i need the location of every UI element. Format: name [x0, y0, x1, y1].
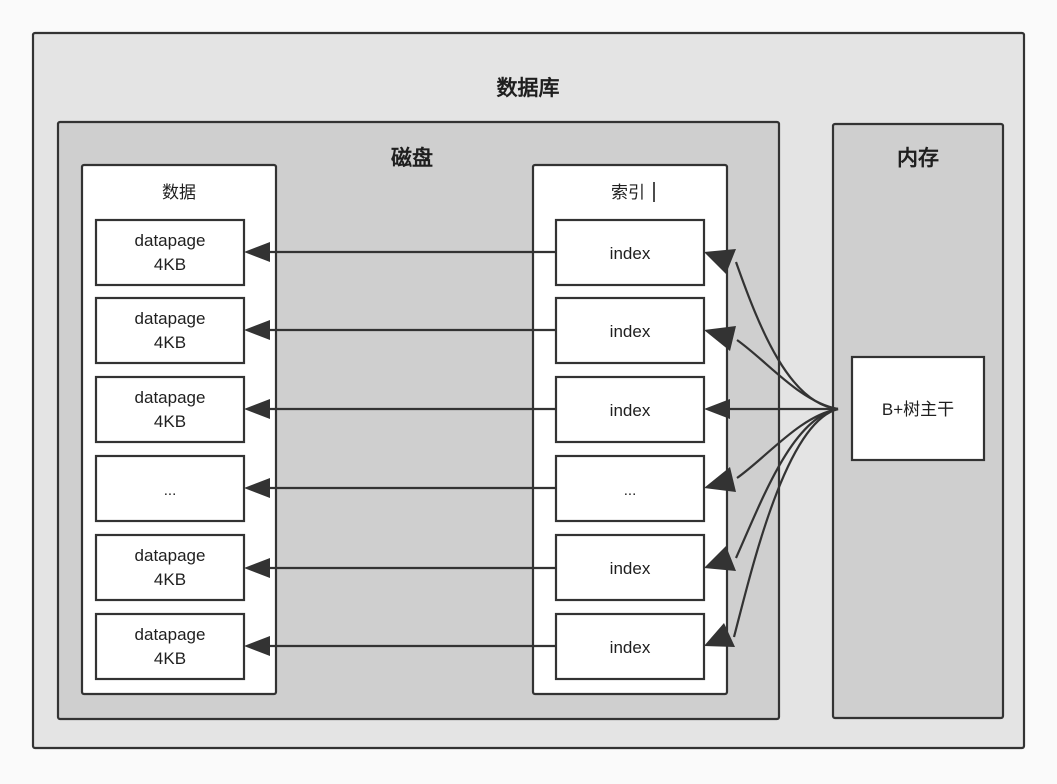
arrow-index-to-datapage — [244, 399, 556, 419]
arrowhead-icon — [704, 546, 736, 571]
container-database-label: 数据库 — [497, 76, 560, 100]
index-box[interactable] — [554, 296, 706, 365]
arrow-btree-to-index — [704, 407, 839, 647]
datapage-label-line2: 4KB — [154, 649, 186, 668]
datapage-box[interactable] — [94, 218, 246, 287]
index-label: ... — [624, 482, 637, 499]
datapage-label-line1: datapage — [135, 309, 206, 328]
datapage-box[interactable] — [94, 375, 246, 444]
index-box[interactable] — [554, 218, 706, 287]
arrowhead-icon — [244, 478, 270, 498]
container-index-column-label: 索引 — [611, 183, 645, 202]
index-box[interactable] — [554, 533, 706, 602]
arrow-index-to-datapage — [244, 558, 556, 578]
arrow-index-to-datapage — [244, 636, 556, 656]
arrowhead-icon — [244, 320, 270, 340]
datapage-label-line2: 4KB — [154, 412, 186, 431]
arrowhead-icon — [704, 467, 736, 492]
datapage-box-ellipsis[interactable] — [94, 454, 246, 523]
datapage-label-line1: datapage — [135, 388, 206, 407]
arrowhead-icon — [704, 326, 736, 351]
index-box[interactable] — [554, 612, 706, 681]
datapage-label-line1: datapage — [135, 625, 206, 644]
index-label: index — [610, 638, 651, 657]
datapage-box[interactable] — [94, 296, 246, 365]
arrow-btree-to-index — [704, 407, 839, 571]
container-disk-label: 磁盘 — [391, 146, 433, 170]
arrowhead-icon — [704, 399, 730, 419]
index-label: index — [610, 401, 651, 420]
container-data-column-label: 数据 — [162, 183, 196, 202]
index-label: index — [610, 244, 651, 263]
index-label: index — [610, 559, 651, 578]
datapage-box[interactable] — [94, 533, 246, 602]
arrowhead-icon — [704, 249, 736, 274]
index-label: index — [610, 322, 651, 341]
datapage-label-line2: 4KB — [154, 333, 186, 352]
datapage-box[interactable] — [94, 612, 246, 681]
arrowhead-icon — [244, 558, 270, 578]
container-memory-label: 内存 — [897, 146, 939, 170]
index-box[interactable] — [554, 375, 706, 444]
btree-root-label: B+树主干 — [882, 400, 954, 419]
arrow-index-to-datapage — [244, 320, 556, 340]
datapage-label-line1: datapage — [135, 231, 206, 250]
arrow-index-to-datapage — [244, 478, 556, 498]
datapage-label-line1: datapage — [135, 546, 206, 565]
datapage-label-line2: 4KB — [154, 570, 186, 589]
arrowhead-icon — [244, 636, 270, 656]
btree-root-box[interactable] — [850, 355, 986, 462]
datapage-label-line2: 4KB — [154, 255, 186, 274]
arrow-btree-to-index — [704, 399, 838, 419]
index-box-ellipsis[interactable] — [554, 454, 706, 523]
arrow-index-to-datapage — [244, 242, 556, 262]
arrow-btree-to-index — [704, 326, 839, 411]
datapage-label-line1: ... — [164, 482, 177, 499]
arrowhead-icon — [244, 399, 270, 419]
arrowhead-icon — [244, 242, 270, 262]
arrowhead-icon — [704, 623, 735, 647]
